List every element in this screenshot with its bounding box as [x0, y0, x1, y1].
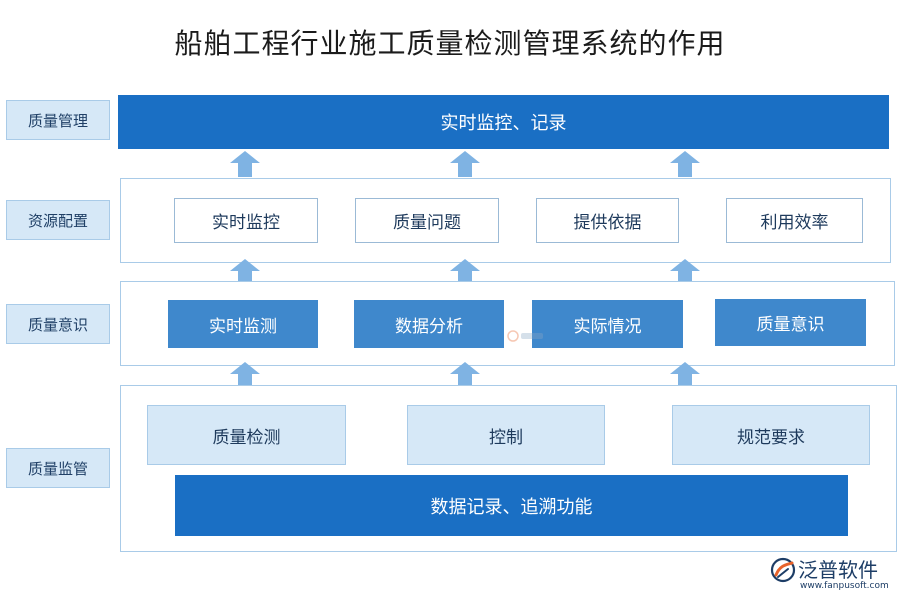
layer4-box-specification: 规范要求: [672, 405, 870, 465]
brand-name: 泛普软件: [798, 558, 878, 582]
side-label-quality-supervision: 质量监管: [6, 448, 110, 488]
brand-mark-icon: [770, 557, 796, 583]
up-arrow-icon: [450, 259, 480, 285]
layer4-box-control: 控制: [407, 405, 605, 465]
layer3-box-data-analysis: 数据分析: [354, 300, 504, 348]
brand-url: www.fanpusoft.com: [800, 581, 889, 591]
up-arrow-icon: [670, 362, 700, 388]
up-arrow-icon: [230, 362, 260, 388]
side-label-resource-allocation: 资源配置: [6, 200, 110, 240]
diagram-title: 船舶工程行业施工质量检测管理系统的作用: [174, 27, 726, 60]
watermark-logo-icon: [507, 330, 543, 342]
side-label-quality-management: 质量管理: [6, 100, 110, 140]
layer4-box-quality-inspection: 质量检测: [147, 405, 346, 465]
layer2-box-quality-issues: 质量问题: [355, 198, 499, 243]
layer3-box-actual-situation: 实际情况: [532, 300, 683, 348]
layer1-bar: 实时监控、记录: [118, 95, 889, 149]
layer2-box-utilization: 利用效率: [726, 198, 863, 243]
layer3-box-quality-awareness: 质量意识: [715, 299, 866, 346]
up-arrow-icon: [450, 362, 480, 388]
up-arrow-icon: [670, 259, 700, 285]
layer2-box-provide-basis: 提供依据: [536, 198, 679, 243]
layer3-box-realtime-detect: 实时监测: [168, 300, 318, 348]
up-arrow-icon: [670, 151, 700, 177]
brand-logo: 泛普软件 www.fanpusoft.com: [770, 554, 894, 596]
up-arrow-icon: [230, 259, 260, 285]
side-label-quality-awareness: 质量意识: [6, 304, 110, 344]
layer4-bar: 数据记录、追溯功能: [175, 475, 848, 536]
up-arrow-icon: [230, 151, 260, 177]
layer2-box-realtime-monitor: 实时监控: [174, 198, 318, 243]
up-arrow-icon: [450, 151, 480, 177]
